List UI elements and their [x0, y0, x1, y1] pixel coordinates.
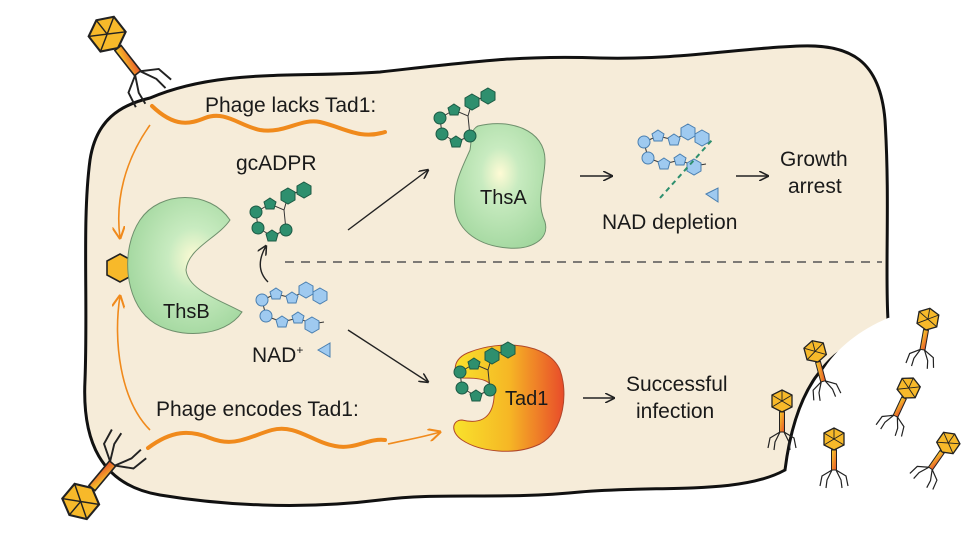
- arrow-to-tad1: [347, 329, 428, 382]
- success-line2: infection: [636, 400, 714, 423]
- arrow-to-thsa: [347, 170, 428, 231]
- thsa-label: ThsA: [480, 187, 527, 209]
- thsb-enzyme: [127, 197, 243, 334]
- growth-arrest-line2: arrest: [788, 175, 842, 198]
- nad-depletion-label: NAD depletion: [602, 211, 737, 234]
- lysis-region: [790, 300, 980, 470]
- arrow-dna-to-sensor-bottom: [118, 296, 151, 431]
- nad-triangle-icon: [317, 342, 331, 358]
- thsa-enzyme: [453, 123, 547, 249]
- phage-encodes-label: Phage encodes Tad1:: [156, 398, 359, 421]
- bacterial-cell: [83, 44, 890, 507]
- arrow-dna-to-tad1: [387, 432, 440, 445]
- cleaved-triangle-icon: [705, 187, 719, 203]
- tad1-label: Tad1: [505, 388, 548, 410]
- nad-label: NAD+: [252, 343, 303, 367]
- gcadpr-label: gcADPR: [236, 152, 317, 175]
- tad1-enzyme: [453, 344, 565, 452]
- growth-arrest-line1: Growth: [780, 148, 848, 171]
- phage-dna-bottom: [146, 426, 387, 450]
- thsb-label: ThsB: [163, 301, 210, 323]
- arrow-dna-to-sensor-top: [119, 124, 151, 238]
- success-line1: Successful: [626, 373, 728, 396]
- phage-dna-top: [150, 104, 387, 137]
- cleavage-dash: [659, 139, 713, 199]
- arrow-nad-to-gcadpr: [260, 246, 269, 283]
- phage-lacks-label: Phage lacks Tad1:: [205, 94, 376, 117]
